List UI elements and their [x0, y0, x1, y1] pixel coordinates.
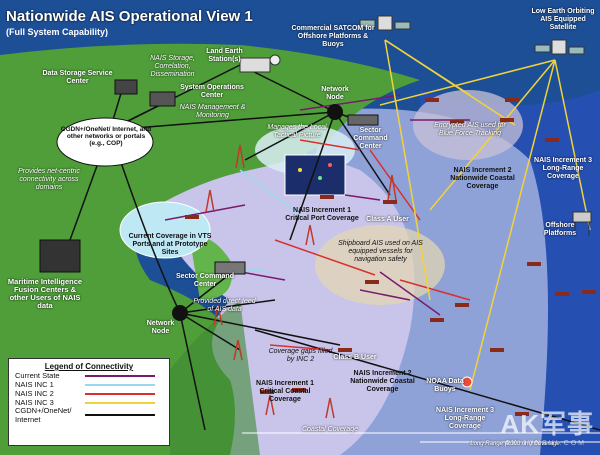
land-peninsula — [190, 237, 232, 300]
legend-row: NAIS INC 1 — [9, 380, 169, 389]
legend-swatch — [85, 383, 155, 386]
label-manages: Manages the Local Tactical Picture — [267, 124, 327, 139]
label-class-b: Class B User — [333, 354, 377, 361]
legend-label: NAIS INC 1 — [15, 380, 54, 389]
legend-swatch — [85, 401, 155, 404]
label-inc2-ncc: NAIS Increment 2 Nationwide Coastal Cove… — [450, 167, 515, 190]
legend-label: NAIS INC 2 — [15, 389, 54, 398]
label-mar-intel: Maritime Intelligence Fusion Centers & o… — [7, 277, 83, 310]
leo-satellite-icon — [534, 39, 585, 55]
legend-swatch — [85, 374, 155, 377]
tower-icons — [205, 144, 397, 419]
label-inc3-lr: NAIS Increment 3 Long-Range Coverage — [534, 157, 592, 180]
label-noaa: NOAA Data Buoys — [426, 378, 464, 393]
sys-ops-building-icon — [149, 91, 176, 107]
inc2-links — [269, 139, 471, 351]
label-sys-ops: System Operations Center — [180, 84, 244, 99]
legend-swatch — [85, 392, 155, 395]
ship-icons — [185, 98, 596, 416]
label-inc1-port: NAIS Increment 1 Critical Port Coverage — [285, 207, 359, 222]
label-provided-direct: Provided direct feed of AIS data — [193, 298, 256, 313]
inc3-links — [379, 39, 591, 391]
screen-blip — [318, 176, 322, 180]
legend-label: NAIS INC 3 — [15, 398, 54, 407]
label-network-node-top: Network Node — [321, 86, 349, 101]
land-shadow — [170, 300, 260, 455]
label-current-vts: Current Coverage in VTS Ports and at Pro… — [128, 233, 212, 256]
label-inc3-lr-bot: NAIS Increment 3 Long-Range Coverage — [436, 407, 494, 430]
label-inc1-ccc: NAIS Increment 1 Critical Coastal Covera… — [256, 380, 314, 403]
label-leo-satellite: Low Earth Orbiting AIS Equipped Satellit… — [531, 8, 595, 31]
fusion-center-building-icon — [39, 239, 81, 273]
label-class-a: Class A User — [366, 216, 409, 223]
label-nais-storage: NAIS Storage, Correlation, Dissemination — [150, 55, 195, 78]
legend-row: NAIS INC 2 — [9, 389, 169, 398]
connectivity-legend: Legend of Connectivity Current State NAI… — [8, 358, 170, 446]
sector-cmd-building-bottom-icon — [214, 261, 246, 275]
label-data-storage: Data Storage Service Center — [42, 70, 113, 85]
shipboard-zone — [315, 225, 445, 305]
legend-heading: Legend of Connectivity — [44, 362, 134, 371]
label-network-node-bot: Network Node — [146, 320, 175, 335]
network-node-top-icon — [327, 104, 343, 120]
page-subtitle: (Full System Capability) — [6, 27, 109, 37]
noaa-buoy-icon — [461, 376, 473, 388]
legend-label: CGDN+/OneNet/ Internet — [15, 406, 72, 424]
legend-row: CGDN+/OneNet/ Internet — [9, 406, 169, 424]
label-encrypted: Encrypted AIS used for Blue Force Tracki… — [434, 122, 506, 137]
data-storage-building-icon — [114, 79, 138, 95]
land-earth-station-icon — [239, 54, 281, 73]
page-title: Nationwide AIS Operational View 1 — [6, 8, 253, 25]
label-coastal-coverage: Coastal Coverage — [301, 426, 359, 433]
watermark: AK军事 — [500, 409, 594, 439]
legend-label: Current State — [15, 371, 60, 380]
offshore-platform-icon — [572, 211, 592, 236]
satcom-satellite-icon — [359, 15, 411, 31]
label-land-earth: Land Earth Station(s) — [206, 48, 243, 63]
legend-swatch — [85, 414, 155, 416]
label-inc2-ncc-bot: NAIS Increment 2 Nationwide Coastal Cove… — [350, 370, 415, 393]
network-node-bottom-icon — [172, 305, 188, 321]
label-sector-cmd-bot: Sector Command Center — [176, 273, 234, 288]
screen-blip — [298, 168, 302, 172]
cgdn-cloud — [56, 117, 154, 167]
label-long-range: Long Range (2000 nm) Coverage — [470, 441, 560, 447]
label-offshore: Offshore Platforms — [543, 222, 577, 237]
label-sector-cmd-top: Sector Command Center — [353, 127, 388, 150]
encrypted-zone — [413, 90, 523, 160]
legend-row: NAIS INC 3 — [9, 398, 169, 407]
tactical-picture-screen — [284, 154, 346, 196]
label-coverage-gaps: Coverage gaps filled by INC 2 — [268, 348, 333, 363]
label-provides: Provides net-centric connectivity across… — [18, 168, 80, 191]
watermark-url: AK.JUNSHI.COM — [505, 440, 586, 447]
label-commercial-satcom: Commercial SATCOM for Offshore Platforms… — [291, 25, 375, 48]
legend-row: Current State — [9, 371, 169, 380]
sector-cmd-building-top-icon — [347, 114, 379, 126]
label-nais-mgmt: NAIS Management & Monitoring — [179, 104, 246, 119]
label-shipboard: Shipboard AIS used on AIS equipped vesse… — [338, 240, 423, 263]
screen-blip — [328, 163, 332, 167]
label-cgdn: CGDN+/OneNet/ Internet, and other networ… — [60, 126, 152, 147]
